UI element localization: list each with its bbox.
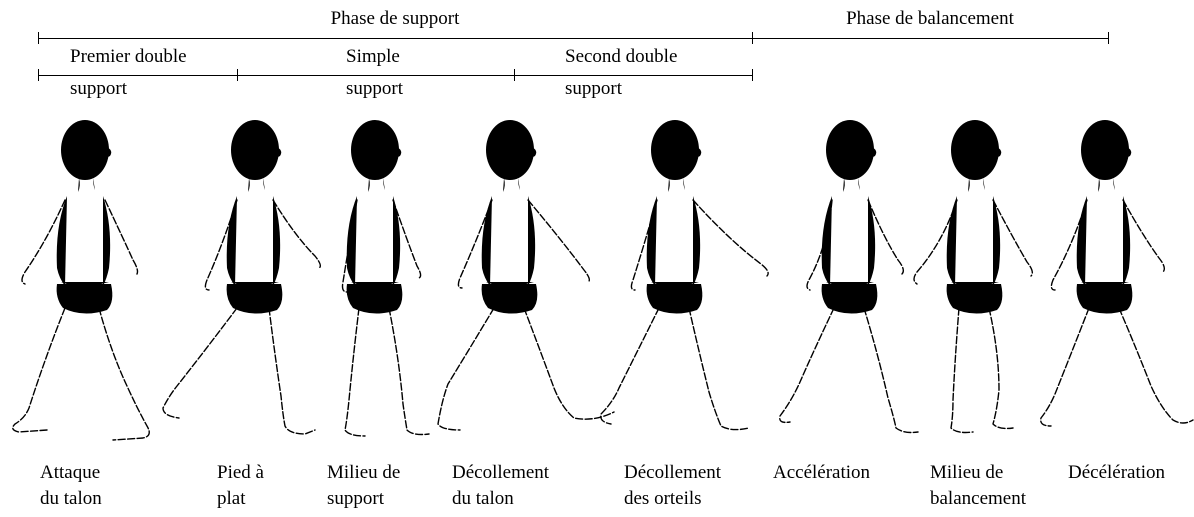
swing-phase-label: Phase de balancement [846,8,1014,29]
figure-midstance [341,120,430,437]
single-support-label-line1: Simple [346,46,400,67]
figure-acceleration [779,120,919,434]
first-double-support-label-line2: support [70,78,127,99]
second-double-support-label-line1: Second double [565,46,678,67]
figure-heel-off [437,120,615,431]
figure-heel-strike [12,120,150,441]
support-phase-label: Phase de support [330,8,460,29]
caption-acceleration: Accélération [773,462,871,483]
single-support-label-line2: support [346,78,403,99]
figure-deceleration [1040,120,1194,427]
caption-deceleration: Décélération [1068,462,1166,483]
second-double-support-label-line2: support [565,78,622,99]
figure-foot-flat [162,120,322,435]
figure-toe-off [600,120,769,431]
figure-midswing [913,120,1034,434]
first-double-support-label-line1: Premier double [70,46,187,67]
